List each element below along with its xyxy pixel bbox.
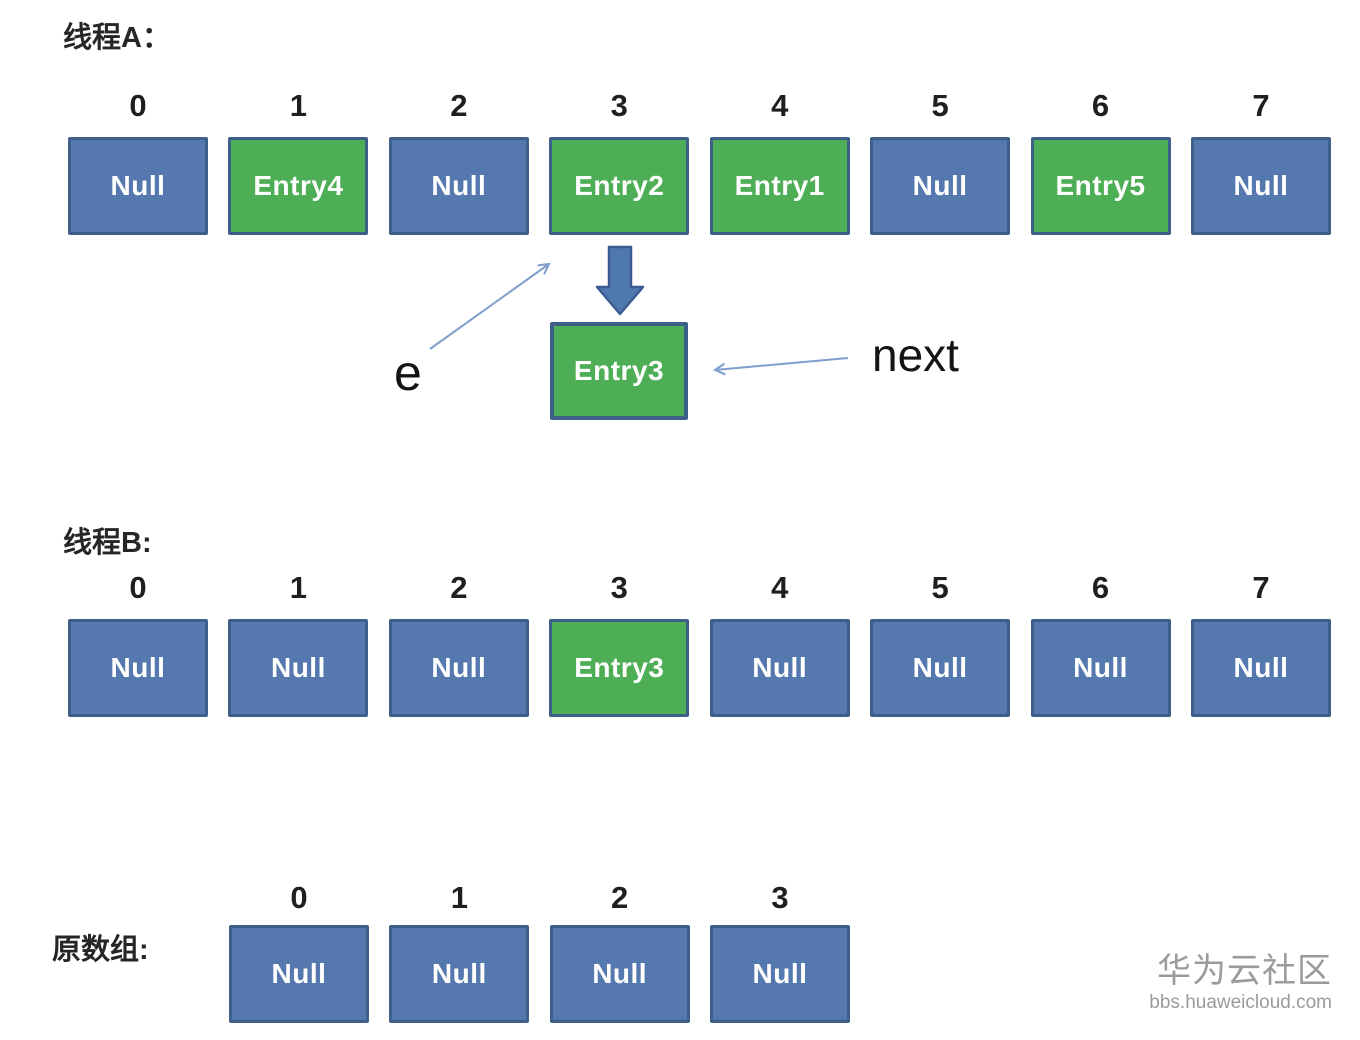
original-array-bucket-row: Null Null Null Null [229, 925, 850, 1023]
cell-value: Entry2 [574, 170, 665, 201]
index-label: 1 [289, 570, 308, 605]
cell-value: Null [912, 170, 968, 201]
thread-a-label: 线程A： [63, 22, 171, 54]
index-label: 3 [771, 880, 789, 915]
thread-b-label: 线程B: [63, 527, 152, 559]
bucket-cell: Null [1030, 619, 1171, 717]
cell-value: Entry5 [1055, 170, 1146, 201]
down-block-arrow-icon [595, 245, 645, 316]
bucket-cell: Null [1190, 619, 1331, 717]
cell-value: Null [1233, 170, 1289, 201]
index-label: 1 [289, 88, 308, 123]
cell-value: Null [110, 170, 166, 201]
bucket-cell: Null [1190, 137, 1331, 235]
cell-value: Entry3 [573, 355, 665, 386]
index-label: 5 [931, 570, 949, 605]
cell-value: Entry3 [574, 652, 665, 683]
index-label: 2 [450, 570, 468, 605]
thread-b-bucket-row: Null Null Null Entry3 Null Null Null Nul… [68, 619, 1331, 717]
bucket-cell: Entry3 [549, 619, 690, 717]
watermark-title: 华为云社区 [1157, 952, 1332, 990]
bucket-cell: Null [228, 619, 369, 717]
thread-b-index-row: 0 1 2 3 4 5 6 7 [68, 570, 1331, 606]
bucket-cell: Entry1 [709, 137, 850, 235]
cell-value: Null [1073, 652, 1128, 683]
index-label: 6 [1091, 570, 1110, 605]
cell-value: Null [592, 958, 648, 989]
bucket-cell: Null [68, 137, 208, 235]
index-label: 3 [610, 88, 628, 123]
bucket-cell: Null [388, 619, 529, 717]
index-label: 2 [450, 88, 468, 123]
bucket-cell: Null [68, 619, 208, 717]
index-label: 7 [1252, 88, 1270, 123]
next-pointer-label: next [872, 329, 959, 381]
next-pointer-arrow-icon [712, 357, 849, 376]
bucket-cell: Null [388, 137, 529, 235]
bucket-cell: Null [870, 619, 1011, 717]
bucket-cell: Null [709, 925, 850, 1023]
cell-value: Null [752, 652, 808, 683]
cell-value: Null [271, 958, 327, 989]
index-label: 6 [1091, 88, 1110, 123]
watermark: 华为云社区 bbs.huaweicloud.com [1149, 952, 1332, 1013]
detached-entry3-node: Entry3 [550, 322, 688, 420]
index-label: 2 [611, 880, 629, 915]
cell-value: Null [431, 958, 487, 989]
thread-a-bucket-row: Null Entry4 Null Entry2 Entry1 Null Entr… [68, 137, 1331, 235]
cell-value: Entry1 [734, 170, 825, 201]
cell-value: Null [752, 958, 808, 989]
cell-value: Null [431, 652, 487, 683]
bucket-cell: Entry5 [1030, 137, 1171, 235]
index-label: 0 [129, 88, 147, 123]
cell-value: Null [270, 652, 326, 683]
cell-value: Null [1233, 652, 1289, 683]
index-label: 3 [610, 570, 628, 605]
thread-a-index-row: 0 1 2 3 4 5 6 7 [68, 88, 1331, 124]
e-pointer-arrow-icon [429, 262, 551, 350]
bucket-cell: Null [870, 137, 1011, 235]
cell-value: Null [912, 652, 968, 683]
watermark-url: bbs.huaweicloud.com [1149, 991, 1332, 1013]
cell-value: Null [431, 170, 487, 201]
bucket-cell: Null [229, 925, 369, 1023]
bucket-cell: Entry2 [549, 137, 690, 235]
index-label: 0 [290, 880, 308, 915]
original-array-label: 原数组: [52, 934, 149, 966]
index-label: 7 [1252, 570, 1270, 605]
bucket-cell: Null [709, 619, 850, 717]
index-label: 1 [450, 880, 468, 915]
index-label: 0 [129, 570, 147, 605]
index-label: 5 [931, 88, 949, 123]
e-pointer-label: e [394, 345, 422, 401]
index-label: 4 [771, 570, 789, 605]
cell-value: Null [110, 652, 166, 683]
cell-value: Entry4 [253, 170, 344, 201]
bucket-cell: Null [389, 925, 530, 1023]
bucket-cell: Null [549, 925, 690, 1023]
index-label: 4 [771, 88, 789, 123]
original-array-index-row: 0 1 2 3 [229, 880, 850, 916]
bucket-cell: Entry4 [228, 137, 369, 235]
